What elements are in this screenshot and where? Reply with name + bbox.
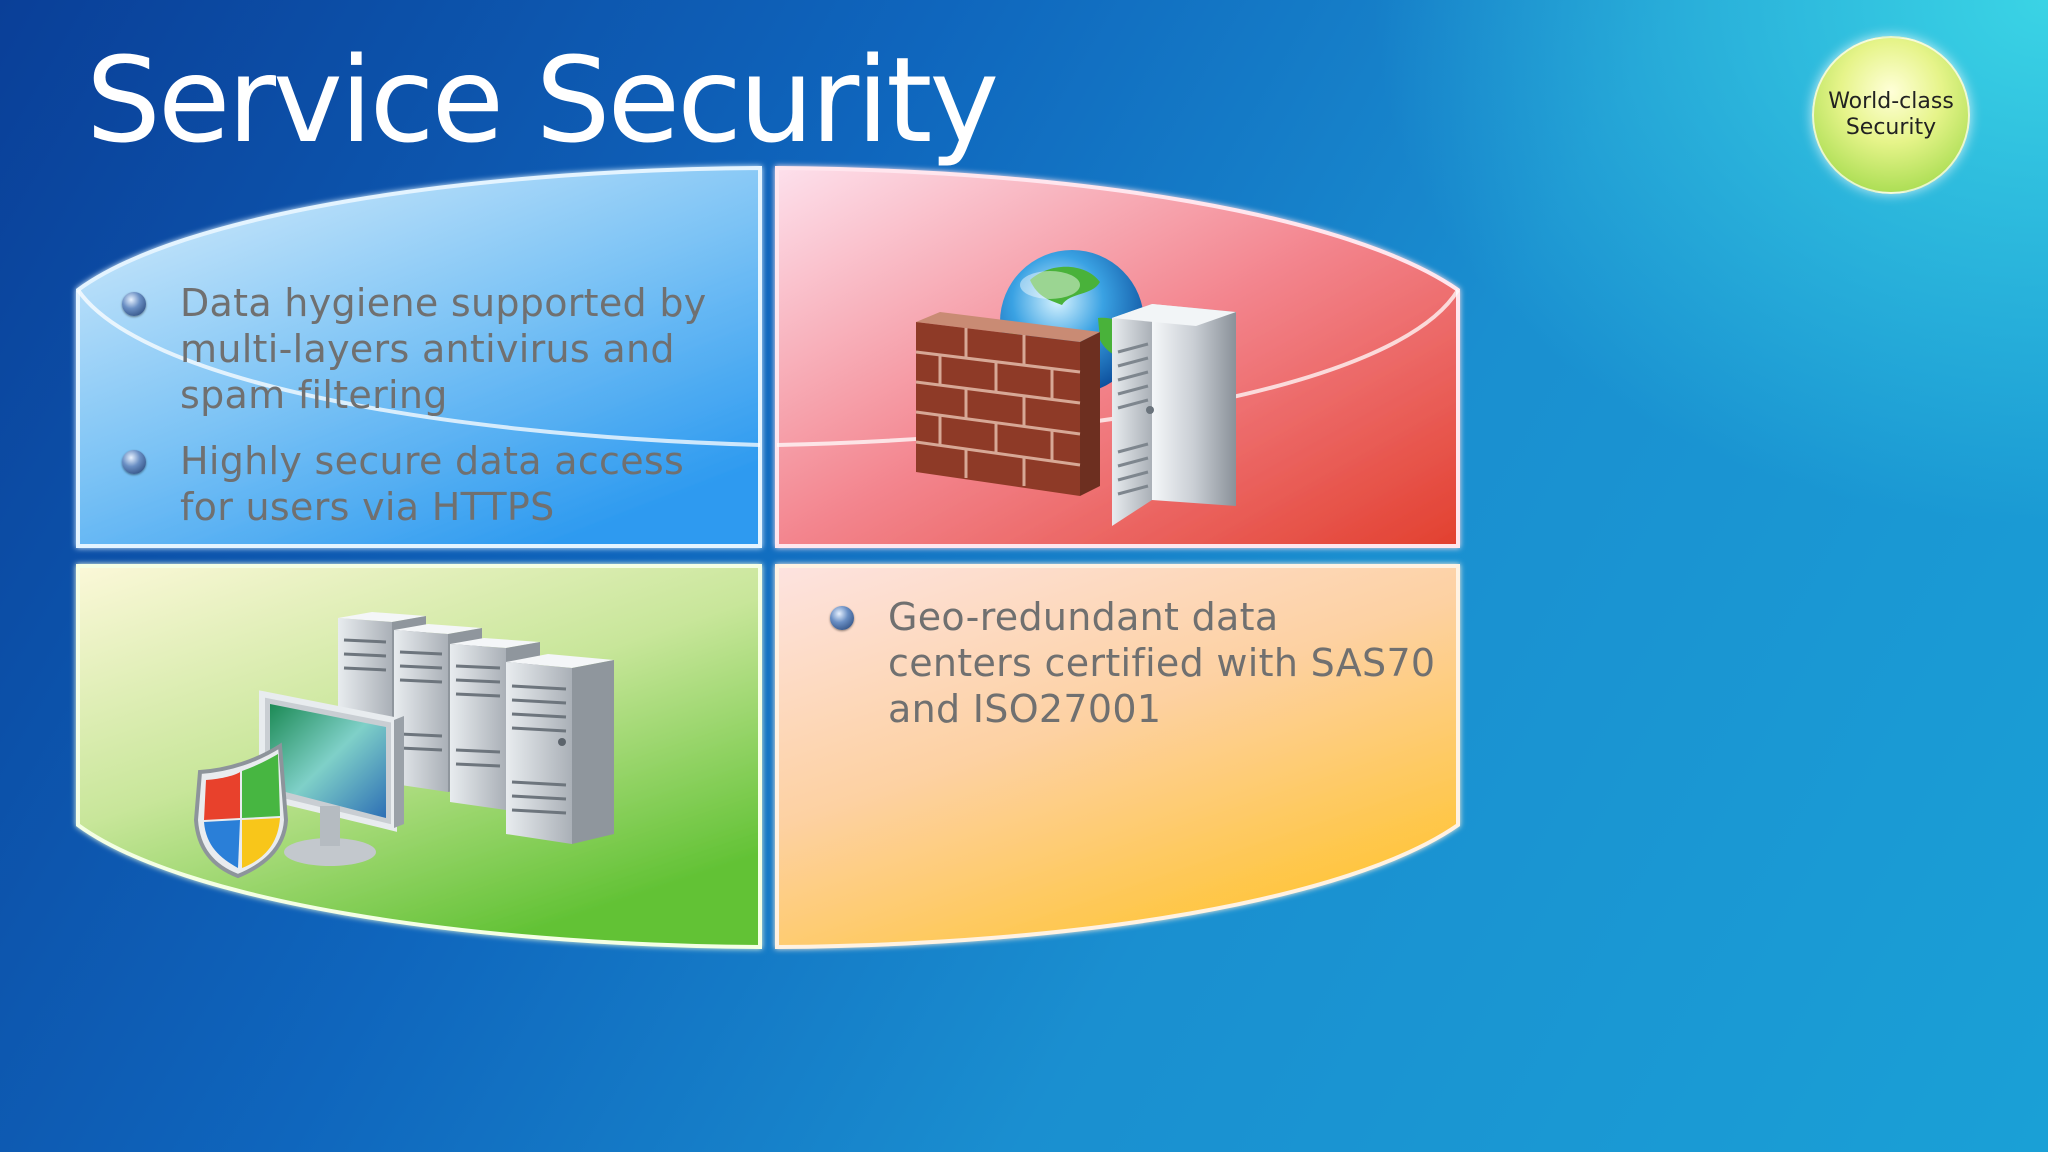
bullet-item: Geo-redundant data centers certified wit… [830, 594, 1450, 732]
bullet-line: Geo-redundant data [888, 595, 1279, 639]
badge-line-1: World-class [1828, 89, 1954, 114]
world-class-security-badge: World-class Security [1812, 36, 1970, 194]
server-unit [506, 654, 614, 844]
firewall-illustration [915, 250, 1236, 526]
top-left-bullet-list: Data hygiene supported by multi-layers a… [122, 280, 742, 550]
bullet-line: spam filtering [180, 373, 448, 417]
bullet-icon [122, 450, 146, 474]
server-tower-icon [1112, 304, 1236, 526]
bullet-line: Highly secure data access [180, 439, 685, 483]
cylinder-rim-left [76, 288, 761, 447]
bullet-item: Highly secure data access for users via … [122, 438, 742, 530]
firewall-brick-wall-icon [915, 312, 1100, 496]
bottom-right-bullet-list: Geo-redundant data centers certified wit… [830, 594, 1450, 752]
slide-title: Service Security [86, 31, 999, 169]
quadrant-bottom-right [775, 564, 1460, 950]
bullet-line: for users via HTTPS [180, 485, 555, 529]
bullet-line: multi-layers antivirus and [180, 327, 675, 371]
bullet-line: centers certified with SAS70 [888, 641, 1436, 685]
bullet-line: and ISO27001 [888, 687, 1162, 731]
bullet-line: Data hygiene supported by [180, 281, 707, 325]
badge-line-2: Security [1845, 115, 1937, 140]
datacenter-illustration [193, 612, 614, 879]
bullet-icon [830, 606, 854, 630]
bullet-icon [122, 292, 146, 316]
monitor-icon [259, 690, 404, 866]
bullet-item: Data hygiene supported by multi-layers a… [122, 280, 742, 418]
security-shield-icon [193, 742, 289, 879]
quadrant-top-left [76, 165, 762, 548]
